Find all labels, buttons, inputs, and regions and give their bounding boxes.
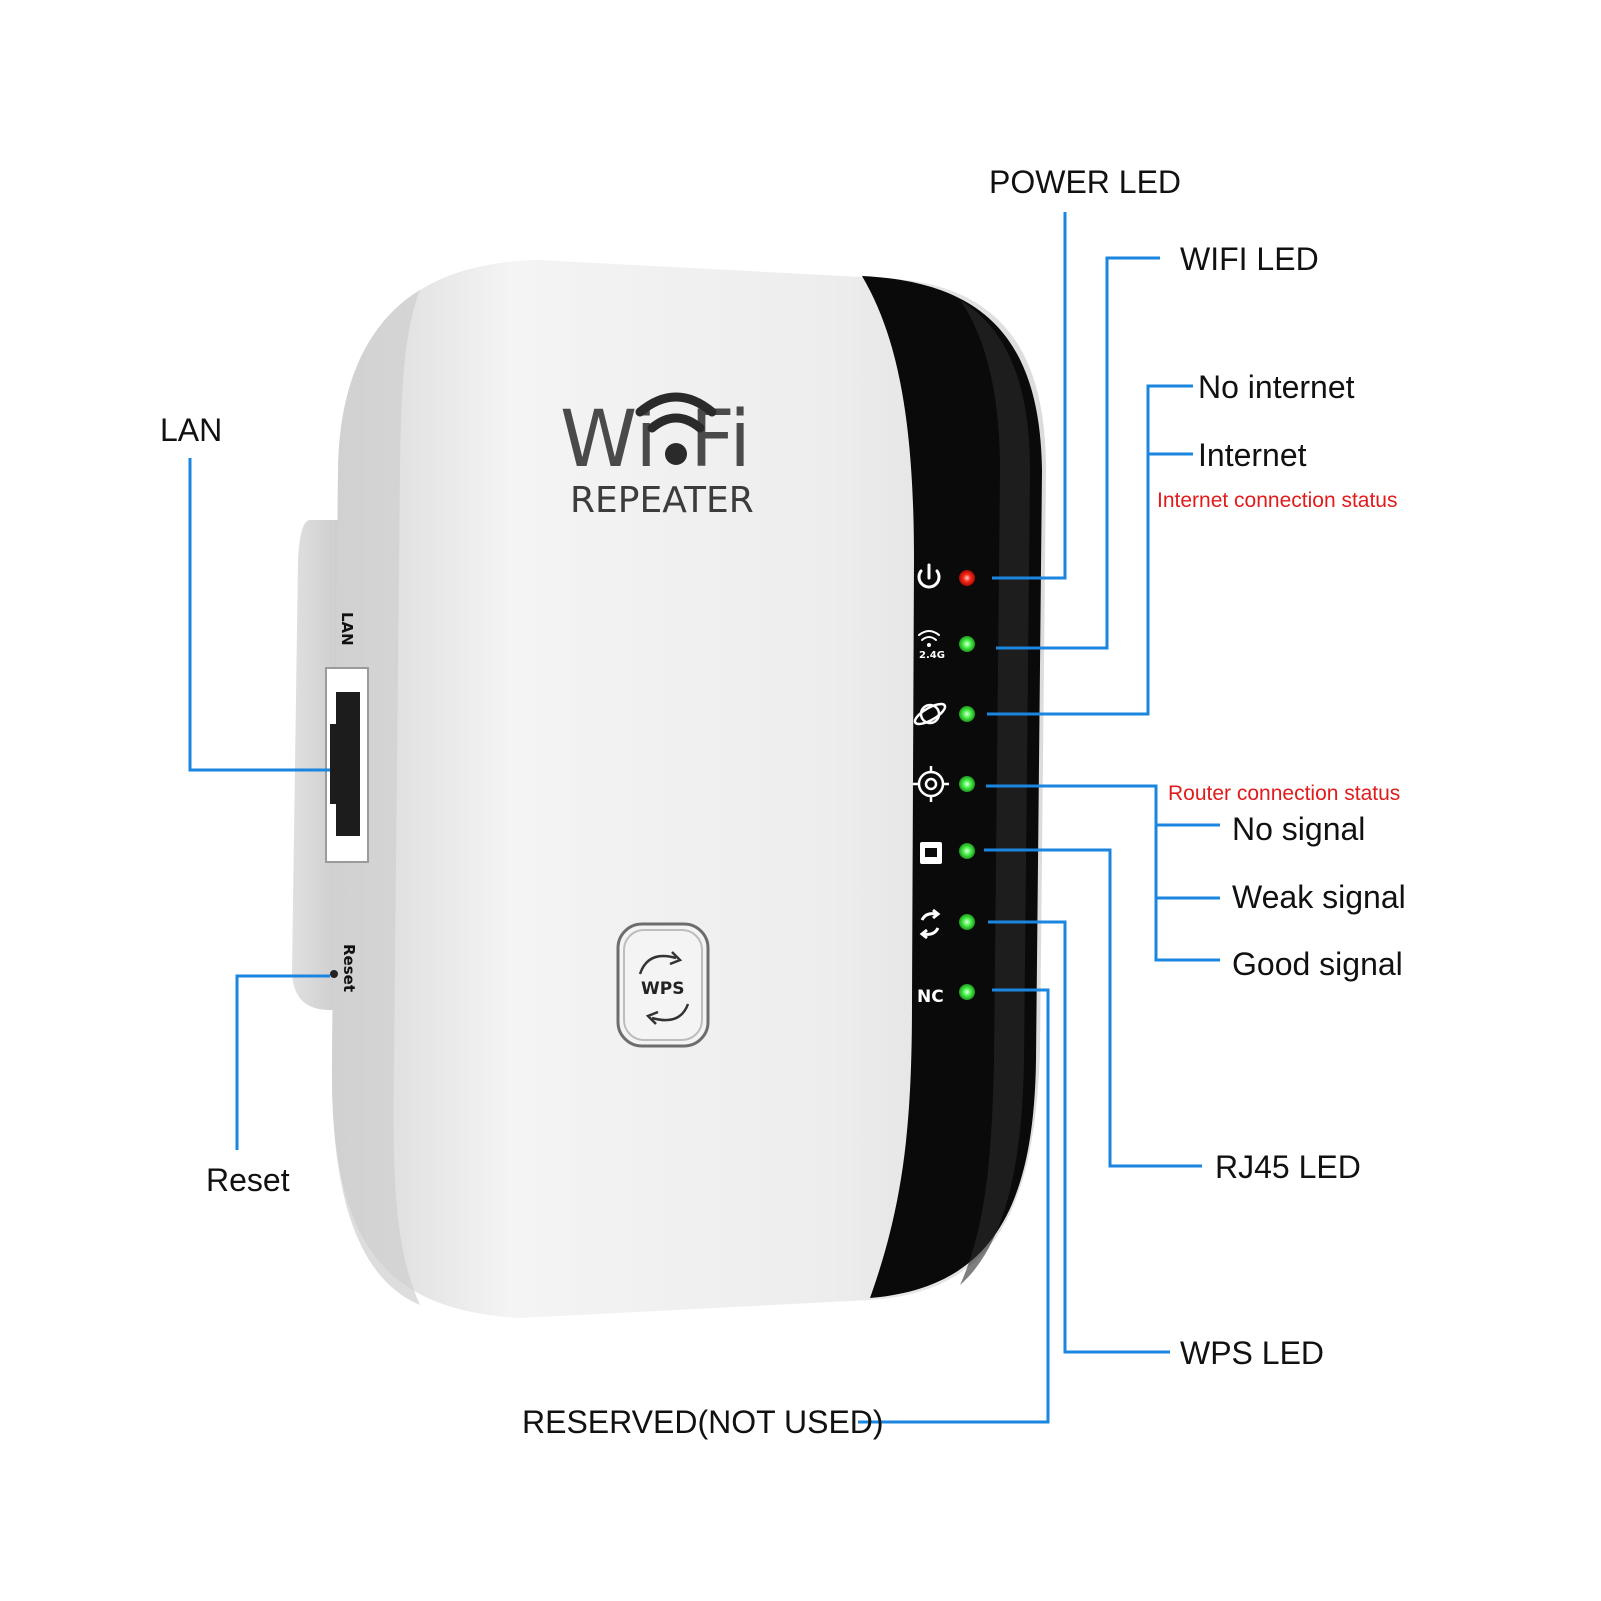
power-icon [917,563,941,589]
callout-wps-led: WPS LED [1180,1335,1325,1371]
wifi-icon [918,630,940,647]
lan-port [325,667,369,863]
callout-no-signal: No signal [1232,811,1366,847]
reset-hole [330,970,338,978]
led-nc [959,984,975,1000]
callout-no-internet: No internet [1198,369,1355,405]
internet-globe-icon [913,702,947,726]
wps-sync-icon [919,908,941,940]
callout-weak-signal: Weak signal [1232,879,1406,915]
callout-lan: LAN [160,412,223,448]
wifi-logo-icon [635,392,717,465]
callout-reserved: RESERVED(NOT USED) [522,1404,884,1440]
led-router-signal [959,776,975,792]
callout-wifi-led: WIFI LED [1180,241,1319,277]
rj45-port-icon [920,842,942,864]
callout-rj45-led: RJ45 LED [1215,1149,1361,1185]
callout-power-led: POWER LED [989,164,1182,200]
wps-button[interactable]: WPS [616,922,710,1048]
callout-reset: Reset [206,1162,290,1198]
note-router-status: Router connection status [1168,782,1401,805]
note-internet-status: Internet connection status [1157,489,1398,512]
reset-hole-label: Reset [340,944,358,992]
led-power [959,570,975,586]
callout-good-signal: Good signal [1232,946,1403,982]
wifi-band-label: 2.4G [919,650,945,661]
wps-arrows-icon [638,951,690,1025]
lan-port-label: LAN [338,612,356,646]
led-internet-globe [959,706,975,722]
router-signal-icon [913,766,949,802]
wifi-logo: Wi Fi REPEATER [560,392,754,521]
callout-internet: Internet [1198,437,1307,473]
svg-text:REPEATER: REPEATER [570,480,754,521]
led-wps-sync [959,914,975,930]
svg-text:Fi: Fi [690,395,751,485]
led-wifi [959,636,975,652]
nc-icon: NC [917,987,944,1007]
leader-lines [188,212,1220,1424]
device-body [331,260,1046,1318]
svg-text:WPS: WPS [641,979,684,999]
led-rj45-port [959,843,975,859]
